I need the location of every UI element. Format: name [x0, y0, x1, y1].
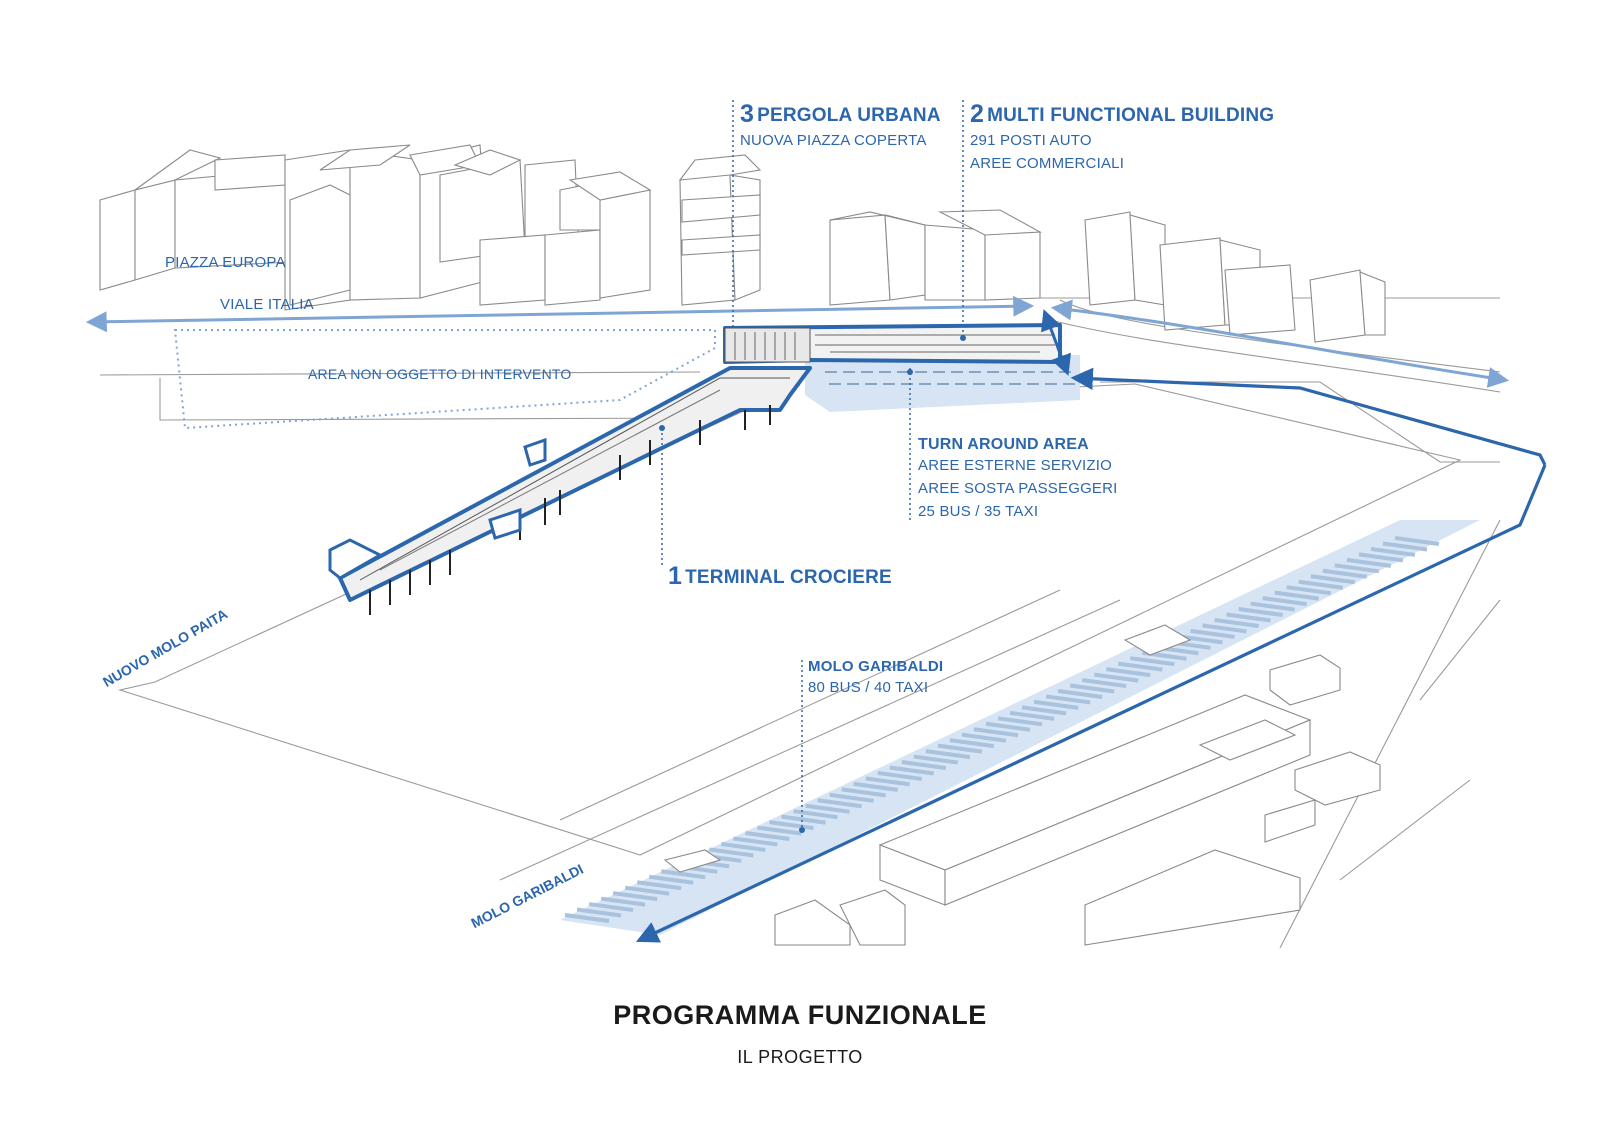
multi-heading: MULTI FUNCTIONAL BUILDING: [987, 105, 1275, 126]
page-subtitle: IL PROGETTO: [737, 1047, 863, 1067]
parking-stripe: [1262, 596, 1307, 607]
garibaldi-line-1: 80 BUS / 40 TAXI: [808, 679, 929, 696]
parking-stripe: [841, 787, 886, 798]
parking-stripe: [745, 831, 790, 842]
parking-stripe: [1334, 563, 1380, 574]
city-blocks: [99, 144, 1386, 343]
multi-line-1: 291 POSTI AUTO: [970, 132, 1092, 149]
turn-line-3: 25 BUS / 35 TAXI: [918, 503, 1039, 520]
parking-stripe: [600, 896, 646, 907]
parking-stripe: [733, 836, 778, 847]
pergola-heading: PERGOLA URBANA: [757, 105, 941, 126]
parking-stripe: [1057, 689, 1103, 699]
parking-stripe: [997, 716, 1043, 727]
leader-lines: [661, 100, 964, 830]
parking-stripe: [1202, 623, 1247, 634]
parking-stripe: [1274, 590, 1319, 601]
label-area-non-oggetto: AREA NON OGGETTO DI INTERVENTO: [308, 366, 572, 382]
terminal-building: [328, 309, 1071, 615]
parking-stripe: [1322, 568, 1368, 579]
parking-stripe: [865, 776, 910, 787]
parking-stripe: [1250, 601, 1295, 612]
terminal-heading: TERMINAL CROCIERE: [685, 567, 892, 588]
parking-stripe: [1214, 617, 1259, 628]
parking-stripe: [624, 885, 670, 896]
parking-stripe: [913, 754, 959, 765]
parking-stripe: [1370, 546, 1416, 557]
parking-stripe: [1226, 612, 1271, 623]
turn-line-2: AREE SOSTA PASSEGGERI: [918, 480, 1118, 497]
parking-stripe: [564, 913, 610, 923]
parking-stripe: [1130, 656, 1175, 667]
parking-stripe: [1358, 552, 1404, 563]
parking-stripe: [588, 902, 634, 913]
parking-stripe: [1346, 557, 1392, 568]
terminal-number: 1: [668, 562, 683, 590]
parking-stripe: [1190, 628, 1235, 639]
parking-stripe: [1118, 661, 1163, 672]
parking-stripe: [985, 721, 1031, 732]
leader-dots: [659, 335, 966, 833]
parking-stripe: [925, 749, 971, 760]
parking-stripe: [1021, 705, 1067, 716]
parking-stripe: [721, 841, 766, 852]
parking-stripe: [1069, 683, 1115, 694]
parking-stripe: [1009, 710, 1055, 721]
parking-stripe: [1298, 579, 1344, 590]
parking-stripe: [709, 847, 754, 858]
pergola-line-1: NUOVA PIAZZA COPERTA: [740, 132, 927, 149]
parking-stripe: [829, 792, 874, 803]
parking-stripe: [817, 798, 862, 809]
parking-stripe: [1238, 607, 1283, 618]
parking-stripe: [660, 869, 706, 880]
parking-stripe: [889, 765, 935, 776]
parking-stripe: [769, 820, 814, 831]
parking-stripe: [901, 760, 947, 770]
parking-stripe: [949, 738, 995, 749]
parking-stripe: [877, 770, 923, 781]
parking-stripe: [1106, 667, 1151, 678]
parking-stripe: [853, 781, 898, 792]
molo-garibaldi-route-arrow: [635, 464, 1547, 943]
parking-stripe: [1286, 585, 1332, 596]
multi-number: 2: [970, 100, 985, 128]
right-road-arrow: [1050, 299, 1510, 388]
parking-stripe: [612, 891, 658, 902]
parking-stripe: [1081, 678, 1127, 689]
parking-stripe: [1033, 699, 1079, 710]
label-viale-italia: VIALE ITALIA: [220, 296, 314, 313]
parking-stripe: [576, 907, 622, 918]
parking-stripe: [636, 880, 682, 891]
label-molo-garibaldi: MOLO GARIBALDI 80 BUS / 40 TAXI: [808, 658, 943, 699]
turn-heading: TURN AROUND AREA: [918, 436, 1089, 453]
parking-stripe: [1310, 574, 1356, 585]
parking-stripe: [937, 743, 983, 754]
label-turn-around-area: TURN AROUND AREA AREE ESTERNE SERVIZIO A…: [918, 436, 1118, 523]
multi-line-2: AREE COMMERCIALI: [970, 155, 1125, 172]
page-title: PROGRAMMA FUNZIONALE: [613, 1000, 987, 1030]
parking-stripe: [1094, 672, 1139, 683]
bus-route-arrow: [1070, 367, 1547, 466]
parking-stripe: [805, 803, 850, 814]
viale-italia-arrow: [85, 295, 1035, 333]
turn-line-1: AREE ESTERNE SERVIZIO: [918, 457, 1112, 474]
parking-stripe: [793, 809, 838, 820]
parking-stripe: [961, 732, 1007, 743]
parking-stripe: [781, 814, 826, 825]
parking-stripe: [973, 727, 1019, 738]
parking-stripe: [648, 874, 694, 885]
parking-stripe: [757, 825, 802, 836]
port-buildings: [663, 624, 1381, 946]
parking-stripe: [1394, 536, 1440, 546]
pergola-number: 3: [740, 100, 755, 128]
label-piazza-europa: PIAZZA EUROPA: [165, 254, 286, 271]
parking-stripe: [1045, 694, 1091, 705]
garibaldi-heading: MOLO GARIBALDI: [808, 658, 944, 675]
parking-stripe: [1382, 541, 1428, 552]
